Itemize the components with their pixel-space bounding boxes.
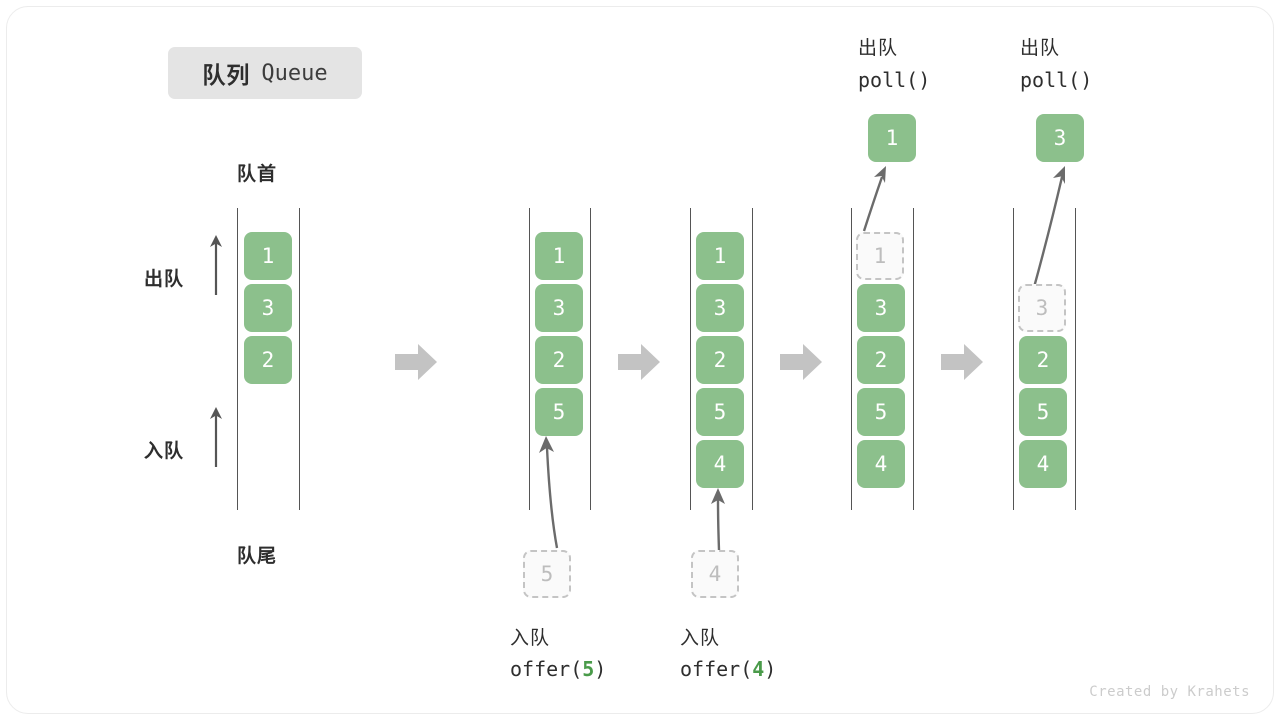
col4-cell-3: 5 [857,388,905,436]
col1-cell-1: 3 [244,284,292,332]
col3-cell-3: 5 [696,388,744,436]
offer-5-ghost-cell: 5 [523,550,571,598]
offer-5-code-value: 5 [582,657,595,681]
offer-5-code-suffix: ) [594,657,607,681]
offer-4-label-cn: 入队 [680,628,721,649]
col3-rail-left [690,208,691,510]
poll-3-label-code: poll() [1020,68,1093,92]
col4-cell-0-ghost: 1 [856,232,904,280]
offer-4-code-suffix: ) [764,657,777,681]
col3-cell-4: 4 [696,440,744,488]
col4-cell-4: 4 [857,440,905,488]
col3-cell-2: 2 [696,336,744,384]
col2-rail-left [529,208,530,510]
watermark: Created by Krahets [1089,684,1250,700]
dequeue-direction-label: 出队 [144,269,185,290]
offer-4-code-value: 4 [752,657,765,681]
dequeue-direction-arrow-icon [210,235,222,295]
col4-rail-right [913,208,914,510]
col2-cell-1: 3 [535,284,583,332]
col4-cell-1: 3 [857,284,905,332]
col3-cell-1: 3 [696,284,744,332]
queue-head-label: 队首 [237,164,278,185]
col1-rail-right [299,208,300,510]
col5-cell-1: 2 [1019,336,1067,384]
step-arrow-2-icon [618,344,660,380]
col5-rail-right [1075,208,1076,510]
col3-rail-right [752,208,753,510]
col5-cell-3: 4 [1019,440,1067,488]
step-arrow-3-icon [780,344,822,380]
col2-rail-right [590,208,591,510]
offer-5-label-code: offer(5) [510,657,606,681]
poll-1-label-code: poll() [858,68,931,92]
col3-cell-0: 1 [696,232,744,280]
enqueue-direction-label: 入队 [144,441,185,462]
offer-4-ghost-cell: 4 [691,550,739,598]
diagram-title-badge: 队列 Queue [168,47,362,99]
queue-tail-label: 队尾 [237,546,278,567]
poll-1-popped-cell: 1 [868,114,916,162]
col1-cell-2: 2 [244,336,292,384]
col4-cell-2: 2 [857,336,905,384]
col2-cell-3: 5 [535,388,583,436]
title-english: Queue [261,60,328,86]
enqueue-direction-arrow-icon [210,407,222,467]
col1-rail-left [237,208,238,510]
poll-3-popped-cell: 3 [1036,114,1084,162]
col4-rail-left [851,208,852,510]
offer-4-code-prefix: offer( [680,657,753,681]
col5-cell-0-ghost: 3 [1018,284,1066,332]
col2-cell-2: 2 [535,336,583,384]
step-arrow-1-icon [395,344,437,380]
col2-cell-0: 1 [535,232,583,280]
col5-rail-left [1013,208,1014,510]
col5-cell-2: 5 [1019,388,1067,436]
offer-4-label-code: offer(4) [680,657,776,681]
title-chinese: 队列 [202,62,251,88]
offer-5-code-prefix: offer( [510,657,583,681]
step-arrow-4-icon [941,344,983,380]
poll-1-label-cn: 出队 [858,38,899,59]
col1-cell-0: 1 [244,232,292,280]
poll-3-label-cn: 出队 [1020,38,1061,59]
offer-5-label-cn: 入队 [510,628,551,649]
